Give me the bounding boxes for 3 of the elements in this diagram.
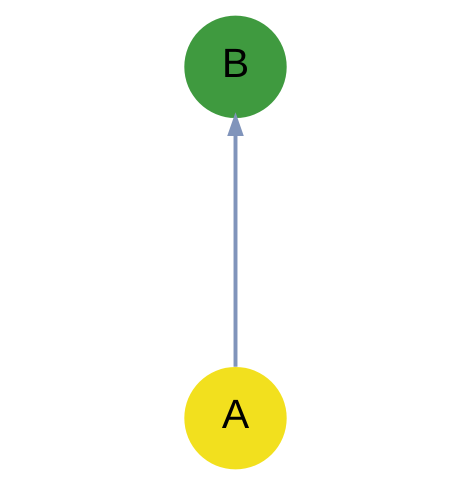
node-circle: B [184, 16, 286, 118]
node-circle: A [184, 366, 286, 470]
arrow [226, 112, 244, 367]
